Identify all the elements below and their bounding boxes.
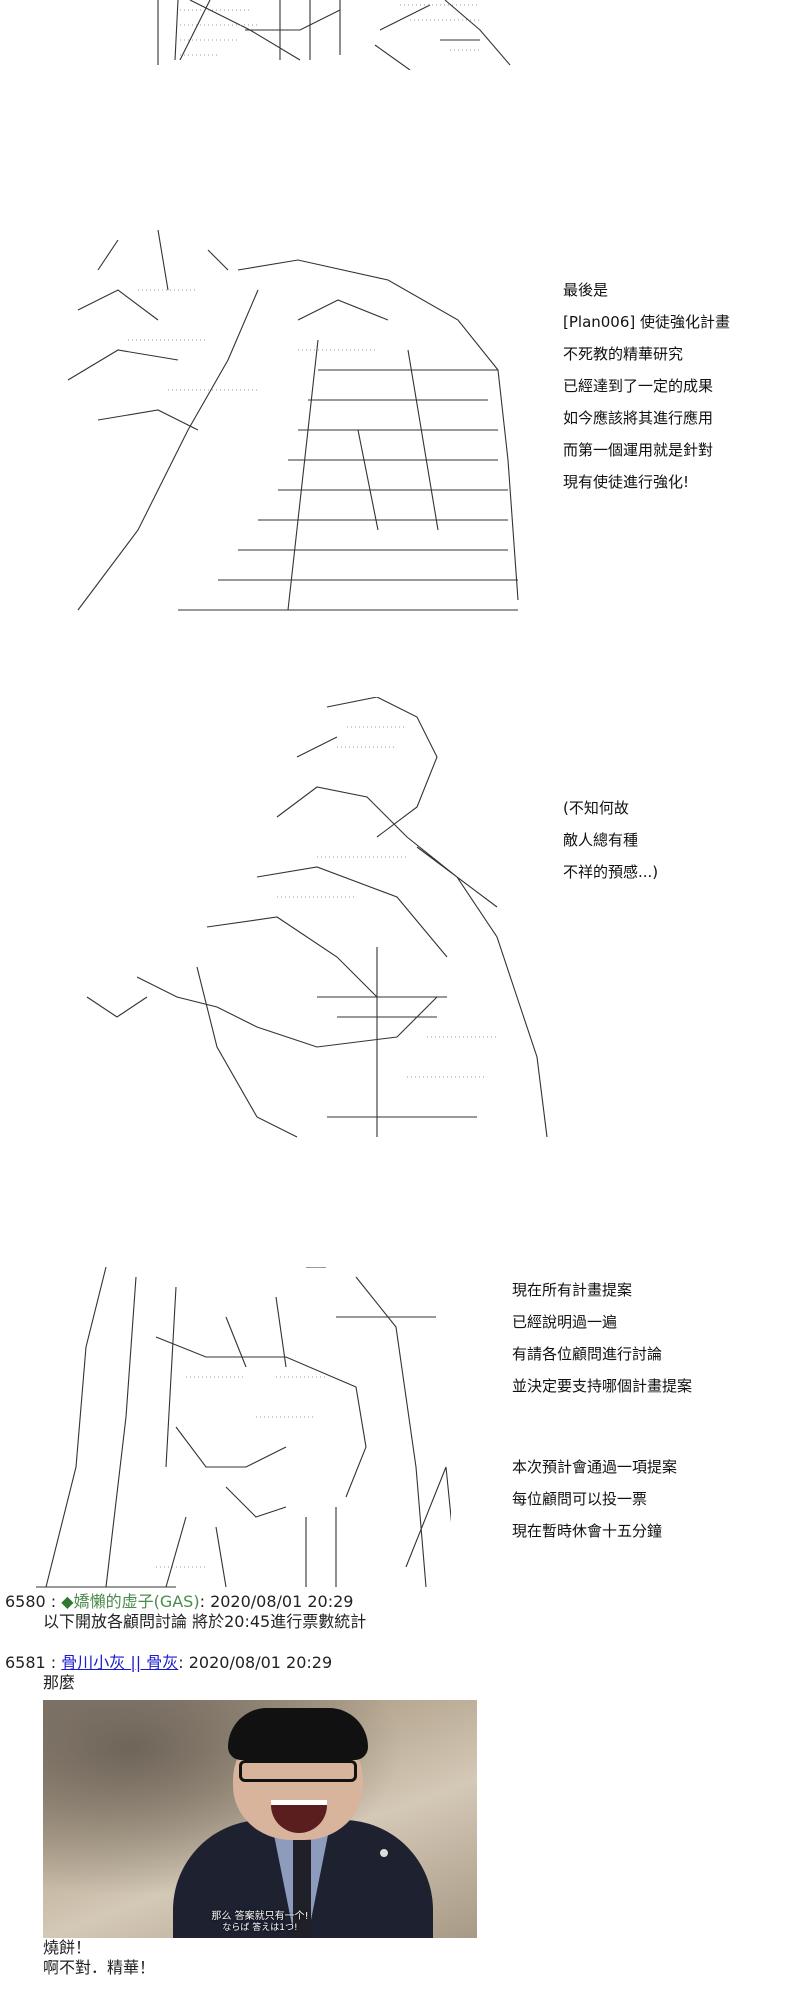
narration-line: 敵人總有種 xyxy=(563,831,639,849)
narration-block-1: 最後是 [Plan006] 使徒強化計畫 不死教的精華研究 已經達到了一定的成果… xyxy=(563,274,730,498)
narration-line: 本次預計會通過一項提案 xyxy=(512,1458,678,1476)
photo-glasses xyxy=(239,1760,357,1782)
post-timestamp: : 2020/08/01 20:29 xyxy=(199,1592,354,1611)
narration-line: 已經說明過一遍 xyxy=(512,1313,618,1331)
trip-diamond-icon: ◆ xyxy=(61,1592,74,1611)
narration-line: 現在暫時休會十五分鐘 xyxy=(512,1522,663,1540)
narration-block-4: 本次預計會通過一項提案 每位顧問可以投一票 現在暫時休會十五分鐘 xyxy=(512,1451,677,1547)
post-author-link[interactable]: 骨川小灰 || 骨灰 xyxy=(61,1653,179,1672)
photo-tie xyxy=(293,1835,311,1938)
post-body-line: 啊不對．精華！ xyxy=(43,1958,156,1977)
narration-line: 而第一個運用就是針對 xyxy=(563,441,714,459)
ascii-art-character-3 xyxy=(26,1267,451,1597)
narration-line: 如今應該將其進行應用 xyxy=(563,409,714,427)
post-body-line: 燒餅！ xyxy=(43,1938,92,1957)
post-body-line: 那麼 xyxy=(43,1673,76,1692)
narration-line: 並決定要支持哪個計畫提案 xyxy=(512,1377,693,1395)
narration-line: 現有使徒進行強化! xyxy=(563,473,690,491)
narration-line: 現在所有計畫提案 xyxy=(512,1281,633,1299)
narration-line: 不死教的精華研究 xyxy=(563,345,684,363)
photo-lapel-pin xyxy=(380,1849,388,1857)
narration-line: 已經達到了一定的成果 xyxy=(563,377,714,395)
post-number: 6580 xyxy=(5,1592,46,1611)
separator: : xyxy=(45,1592,62,1611)
post-number: 6581 xyxy=(5,1653,46,1672)
post-image[interactable]: 那么 答案就只有一个! ならば 答えは1つ! xyxy=(43,1700,477,1938)
post-author: 嬌懶的虚子(GAS) xyxy=(73,1592,200,1611)
narration-line: 最後是 xyxy=(563,281,609,299)
ascii-art-character-1 xyxy=(58,230,528,620)
narration-block-3: 現在所有計畫提案 已經說明過一遍 有請各位顧問進行討論 並決定要支持哪個計畫提案 xyxy=(512,1274,692,1402)
narration-line: 每位顧問可以投一票 xyxy=(512,1490,648,1508)
post-header-6580: 6580 : ◆嬌懶的虚子(GAS): 2020/08/01 20:29 xyxy=(5,1592,353,1612)
narration-block-2: (不知何故 敵人總有種 不祥的預感...) xyxy=(563,792,658,888)
narration-line: 不祥的預感...) xyxy=(563,863,659,881)
ascii-art-character-2 xyxy=(77,697,592,1157)
photo-hair xyxy=(228,1708,368,1760)
post-timestamp: : 2020/08/01 20:29 xyxy=(178,1653,333,1672)
separator: : xyxy=(45,1653,62,1672)
image-subtitle-cn: 那么 答案就只有一个! xyxy=(211,1911,309,1922)
post-header-6581: 6581 : 骨川小灰 || 骨灰: 2020/08/01 20:29 xyxy=(5,1653,332,1673)
narration-line: (不知何故 xyxy=(563,799,629,817)
ascii-art-top xyxy=(150,0,580,70)
post-body-line: 以下開放各顧問討論 將於20:45進行票數統計 xyxy=(43,1612,367,1631)
image-subtitle-jp: ならば 答えは1つ! xyxy=(222,1923,298,1933)
narration-line: 有請各位顧問進行討論 xyxy=(512,1345,663,1363)
narration-line: [Plan006] 使徒強化計畫 xyxy=(563,313,731,331)
